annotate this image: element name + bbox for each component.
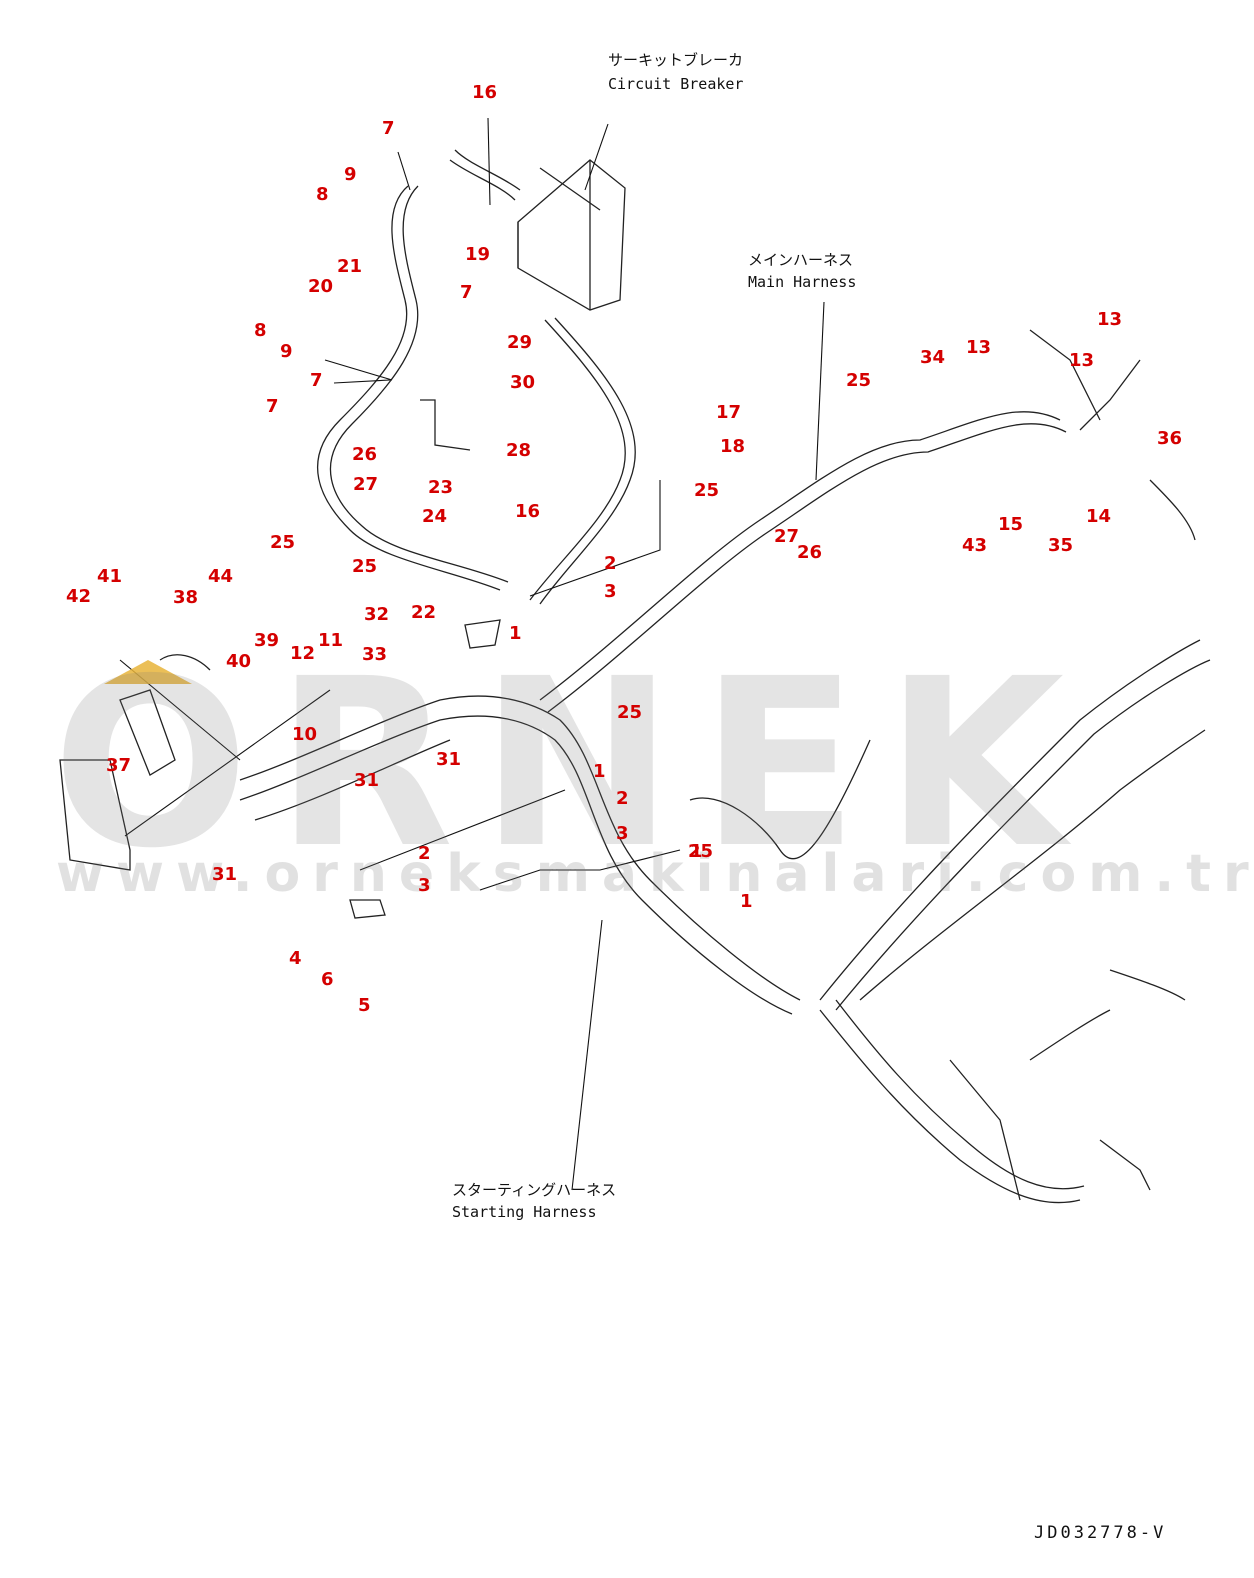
caption-starting-harness-jp: スターティングハーネス bbox=[452, 1181, 617, 1199]
callout-label: 17 bbox=[716, 402, 742, 423]
callout-label: 32 bbox=[364, 604, 390, 625]
caption-circuit-breaker-en: Circuit Breaker bbox=[608, 75, 744, 93]
callout-label: 11 bbox=[318, 630, 344, 651]
callout-label: 1 bbox=[593, 761, 606, 782]
callout-label: 23 bbox=[428, 477, 454, 498]
callout-label: 12 bbox=[290, 643, 316, 664]
callout-label: 15 bbox=[998, 514, 1024, 535]
callout-label: 24 bbox=[422, 506, 448, 527]
caption-main-harness-en: Main Harness bbox=[748, 273, 857, 291]
callout-label: 1 bbox=[690, 841, 703, 862]
callout-label: 14 bbox=[1086, 506, 1112, 527]
callout-label: 27 bbox=[353, 474, 379, 495]
callout-label: 6 bbox=[321, 969, 334, 990]
callout-label: 43 bbox=[962, 535, 988, 556]
callout-label: 42 bbox=[66, 586, 92, 607]
callout-label: 31 bbox=[436, 749, 462, 770]
drawing-code: JD032778-V bbox=[1034, 1523, 1167, 1543]
callout-label: 25 bbox=[846, 370, 872, 391]
callout-label: 10 bbox=[292, 724, 318, 745]
callout-label: 8 bbox=[316, 184, 329, 205]
callout-label: 33 bbox=[362, 644, 388, 665]
callout-label: 13 bbox=[966, 337, 992, 358]
callout-label: 2 bbox=[604, 553, 617, 574]
callout-label: 2 bbox=[616, 788, 629, 809]
watermark-url: www.orneksmakinalari.com.tr bbox=[56, 844, 1254, 904]
callout-label: 30 bbox=[510, 372, 536, 393]
callout-label: 37 bbox=[106, 755, 132, 776]
watermark-brand: ORNEK bbox=[52, 629, 1091, 899]
callout-label: 5 bbox=[358, 995, 371, 1016]
callout-label: 38 bbox=[173, 587, 199, 608]
callout-label: 21 bbox=[337, 256, 363, 277]
callout-label: 25 bbox=[270, 532, 296, 553]
callout-label: 2 bbox=[418, 843, 431, 864]
callout-label: 44 bbox=[208, 566, 234, 587]
callout-label: 7 bbox=[460, 282, 473, 303]
callout-label: 28 bbox=[506, 440, 532, 461]
callout-label: 4 bbox=[289, 948, 302, 969]
callout-label: 20 bbox=[308, 276, 334, 297]
callout-label: 9 bbox=[280, 341, 293, 362]
callout-label: 3 bbox=[418, 875, 431, 896]
callout-label: 25 bbox=[617, 702, 643, 723]
callout-label: 36 bbox=[1157, 428, 1183, 449]
callout-label: 31 bbox=[212, 864, 238, 885]
callout-label: 18 bbox=[720, 436, 746, 457]
callout-label: 26 bbox=[797, 542, 823, 563]
logo-accent-icon bbox=[104, 660, 192, 684]
callout-label: 34 bbox=[920, 347, 946, 368]
caption-starting-harness-en: Starting Harness bbox=[452, 1203, 597, 1221]
callout-label: 40 bbox=[226, 651, 252, 672]
callout-label: 1 bbox=[509, 623, 522, 644]
callout-label: 41 bbox=[97, 566, 123, 587]
callout-label: 13 bbox=[1097, 309, 1123, 330]
callout-label: 7 bbox=[382, 118, 395, 139]
harness-line-art bbox=[59, 149, 1211, 1204]
callout-label: 25 bbox=[352, 556, 378, 577]
callout-label: 19 bbox=[465, 244, 491, 265]
callout-label: 13 bbox=[1069, 350, 1095, 371]
caption-main-harness-jp: メインハーネス bbox=[748, 251, 854, 269]
callout-label: 7 bbox=[310, 370, 323, 391]
callout-label: 25 bbox=[688, 841, 714, 862]
caption-circuit-breaker-jp: サーキットブレーカ bbox=[608, 51, 744, 69]
callout-label: 1 bbox=[740, 891, 753, 912]
callout-label: 26 bbox=[352, 444, 378, 465]
callout-label: 27 bbox=[774, 526, 800, 547]
callout-label: 35 bbox=[1048, 535, 1074, 556]
callout-label: 39 bbox=[254, 630, 280, 651]
callout-label: 9 bbox=[344, 164, 357, 185]
callout-label: 8 bbox=[254, 320, 267, 341]
callout-label: 3 bbox=[604, 581, 617, 602]
callout-label: 31 bbox=[354, 770, 380, 791]
callout-label: 29 bbox=[507, 332, 533, 353]
callout-label: 16 bbox=[515, 501, 541, 522]
callout-label: 16 bbox=[472, 82, 498, 103]
callout-label: 3 bbox=[616, 823, 629, 844]
callout-label: 7 bbox=[266, 396, 279, 417]
callout-label: 25 bbox=[694, 480, 720, 501]
callout-label: 22 bbox=[411, 602, 437, 623]
